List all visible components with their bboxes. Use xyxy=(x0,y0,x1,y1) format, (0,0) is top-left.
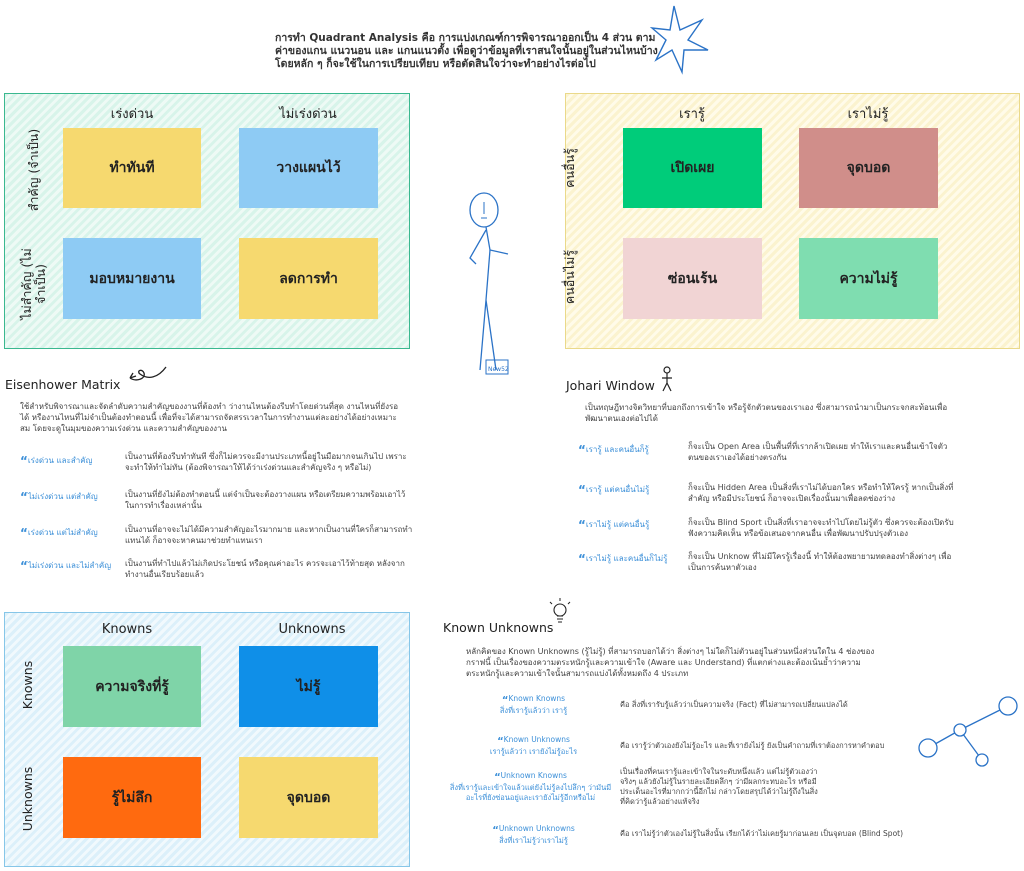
stick-figure-illustration: New52 xyxy=(469,192,509,375)
known-item-value: เป็นเรื่องที่คนเรารู้และเข้าใจในระดับหนึ… xyxy=(620,767,818,806)
eisenhower-item-key: “ไม่เร่งด่วน และไม่สำคัญ xyxy=(20,559,112,573)
eisenhower-item-value: เป็นงานที่อาจจะไม่ได้มีความสำคัญอะไรมากม… xyxy=(125,525,413,545)
eisenhower-item-key: “เร่งด่วน และสำคัญ xyxy=(20,454,93,468)
eisenhower-item-key: “เร่งด่วน แต่ไม่สำคัญ xyxy=(20,526,98,540)
network-icon xyxy=(918,696,1018,767)
known-col-knowns: Knowns xyxy=(101,622,153,637)
known-item-value: คือ เรารู้ว่าตัวเองยังไม่รู้อะไร และที่เ… xyxy=(620,741,885,750)
quadrant-reduce: ลดการทำ xyxy=(239,238,378,319)
eisenhower-description: ใช้สำหรับพิจารณาและจัดลำดับความสำคัญของง… xyxy=(20,402,399,433)
figure-tag: New52 xyxy=(488,366,509,373)
eisenhower-item-value: เป็นงานที่ยังไม่ต้องทำตอนนี้ แต่จำเป็นจะ… xyxy=(125,490,406,510)
known-row-knowns: Knowns xyxy=(20,660,35,710)
johari-item-value: ก็จะเป็น Open Area เป็นพื้นที่ที่เรากล้า… xyxy=(688,442,948,462)
eisenhower-title: Eisenhower Matrix xyxy=(5,377,121,392)
known-unknowns-description: หลักคิดของ Known Unknowns (รู้ไม่รู้) ที… xyxy=(466,647,875,678)
johari-item-key: “เราไม่รู้ แต่คนอื่นรู้ xyxy=(578,518,650,532)
quadrant-do-now: ทำทันที xyxy=(63,128,201,208)
quadrant-hidden: ซ่อนเร้น xyxy=(623,238,762,319)
quadrant-blind-spot: จุดบอด xyxy=(239,757,378,838)
johari-col-we-know: เรารู้ xyxy=(679,107,705,122)
eisenhower-item-key: “ไม่เร่งด่วน แต่สำคัญ xyxy=(20,490,98,504)
known-item-value: คือ เราไม่รู้ว่าตัวเองไม่รู้ในสิ่งนั้น เ… xyxy=(620,829,904,838)
johari-item-key: “เราไม่รู้ และคนอื่นก็ไม่รู้ xyxy=(578,552,668,566)
quadrant-known-unknowns: ไม่รู้ xyxy=(239,646,378,727)
quadrant-known-facts: ความจริงที่รู้ xyxy=(63,646,201,727)
known-col-unknowns: Unknowns xyxy=(278,622,346,637)
quadrant-unknown-knowns: รู้ไม่ลึก xyxy=(63,757,201,838)
quadrant-plan: วางแผนไว้ xyxy=(239,128,378,208)
johari-item-key: “เรารู้ แต่คนอื่นไม่รู้ xyxy=(578,483,650,497)
johari-item-value: ก็จะเป็น Unknow ที่ไม่มีใครรู้เรื่องนี้ … xyxy=(688,552,952,572)
johari-row-others-know: คนอื่นรู้ xyxy=(562,148,577,188)
quadrant-unknown: ความไม่รู้ xyxy=(799,238,938,319)
johari-item-value: ก็จะเป็น Hidden Area เป็นสิ่งที่เราไม่ได… xyxy=(688,483,954,503)
johari-item-key: “เรารู้ และคนอื่นก็รู้ xyxy=(578,443,649,457)
quadrant-delegate: มอบหมายงาน xyxy=(63,238,201,319)
quadrant-open: เปิดเผย xyxy=(623,128,762,208)
starburst-doodle xyxy=(649,5,709,75)
johari-row-others-dont-know: คนอื่นไม่รู้ xyxy=(562,249,577,305)
eisenhower-col-urgent: เร่งด่วน xyxy=(110,107,154,122)
eisenhower-row-important: สำคัญ (จำเป็น) xyxy=(26,128,41,212)
curly-arrow-icon xyxy=(129,366,167,381)
known-row-unknowns: Unknowns xyxy=(20,766,35,832)
johari-description: เป็นทฤษฎีทางจิตวิทยาที่บอกถึงการเข้าใจ ห… xyxy=(585,403,948,423)
johari-title: Johari Window xyxy=(566,378,655,393)
eisenhower-row-not-important: ไม่สำคัญ (ไม่จำเป็น) xyxy=(19,248,48,320)
lightbulb-icon xyxy=(549,598,571,623)
known-item-value: คือ สิ่งที่เรารับรู้แล้วว่าเป็นความจริง … xyxy=(620,700,848,709)
eisenhower-item-value: เป็นงานที่ทำไปแล้วไม่เกิดประโยชน์ หรือคุ… xyxy=(125,559,405,579)
intro-text: การทำ Quadrant Analysis คือ การแบ่งเกณฑ์… xyxy=(275,32,658,70)
eisenhower-col-not-urgent: ไม่เร่งด่วน xyxy=(279,107,337,122)
eisenhower-item-value: เป็นงานที่ต้องรีบทำทันที ซึ่งก็ไม่ควรจะม… xyxy=(125,452,407,472)
johari-col-we-dont-know: เราไม่รู้ xyxy=(847,107,889,122)
johari-item-value: ก็จะเป็น Blind Sport เป็นสิ่งที่เราอาจจะ… xyxy=(688,518,954,538)
known-unknowns-title: Known Unknowns xyxy=(443,620,554,635)
person-icon xyxy=(662,366,672,392)
quadrant-blind: จุดบอด xyxy=(799,128,938,208)
